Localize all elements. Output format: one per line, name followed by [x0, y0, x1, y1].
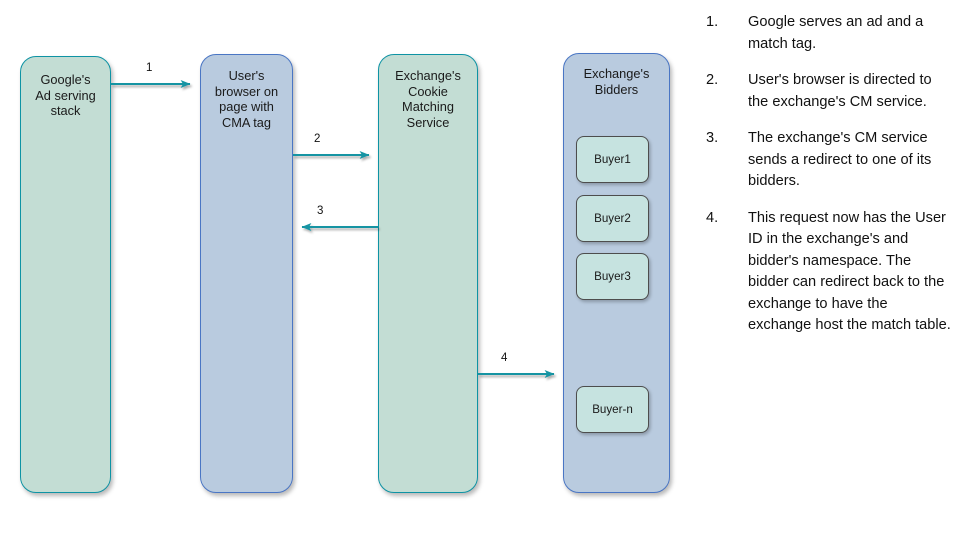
- cookie-matching-flow-diagram: Google's Ad serving stack User's browser…: [20, 53, 670, 493]
- numbered-steps-list: 1. Google serves an ad and a match tag. …: [706, 12, 952, 352]
- note-2-text: User's browser is directed to the exchan…: [748, 72, 932, 110]
- buyer-n-label: Buyer-n: [592, 403, 633, 416]
- buyer-box-3: Buyer3: [576, 253, 649, 300]
- lane-cms-label: Exchange's Cookie Matching Service: [395, 68, 461, 130]
- note-1-number: 1.: [706, 14, 719, 30]
- note-4-number: 4.: [706, 209, 719, 226]
- lane-exchange-bidders: Exchange's Bidders Buyer1 Buyer2 Buyer3 …: [563, 53, 670, 493]
- buyer-1-label: Buyer1: [594, 153, 631, 166]
- note-3-text: The exchange's CM service sends a redire…: [748, 130, 932, 189]
- list-item: 4. This request now has the User ID in t…: [706, 208, 952, 337]
- lane-browser-label: User's browser on page with CMA tag: [214, 68, 279, 130]
- buyer-box-2: Buyer2: [576, 195, 649, 242]
- list-item: 2. User's browser is directed to the exc…: [706, 70, 952, 113]
- lane-exchange-cookie-matching-service: Exchange's Cookie Matching Service: [378, 54, 478, 493]
- buyer-box-n: Buyer-n: [576, 386, 649, 433]
- lane-google-ad-serving-stack: Google's Ad serving stack: [20, 56, 111, 493]
- buyer-2-label: Buyer2: [594, 212, 631, 225]
- note-4-text: This request now has the User ID in the …: [748, 209, 951, 334]
- arrow-2-label: 2: [314, 133, 321, 145]
- arrow-1-label: 1: [146, 62, 153, 74]
- list-item: 1. Google serves an ad and a match tag.: [706, 12, 952, 55]
- lane-google-label: Google's Ad serving stack: [35, 72, 96, 119]
- note-1-text: Google serves an ad and a match tag.: [748, 14, 924, 52]
- list-item: 3. The exchange's CM service sends a red…: [706, 128, 952, 193]
- buyer-box-1: Buyer1: [576, 136, 649, 183]
- note-2-number: 2.: [706, 72, 719, 88]
- note-3-number: 3.: [706, 130, 719, 146]
- lane-bidders-label: Exchange's Bidders: [583, 66, 650, 97]
- arrow-4-label: 4: [501, 352, 508, 364]
- lane-user-browser: User's browser on page with CMA tag: [200, 54, 293, 493]
- arrow-3-label: 3: [317, 205, 324, 217]
- buyer-3-label: Buyer3: [594, 270, 631, 283]
